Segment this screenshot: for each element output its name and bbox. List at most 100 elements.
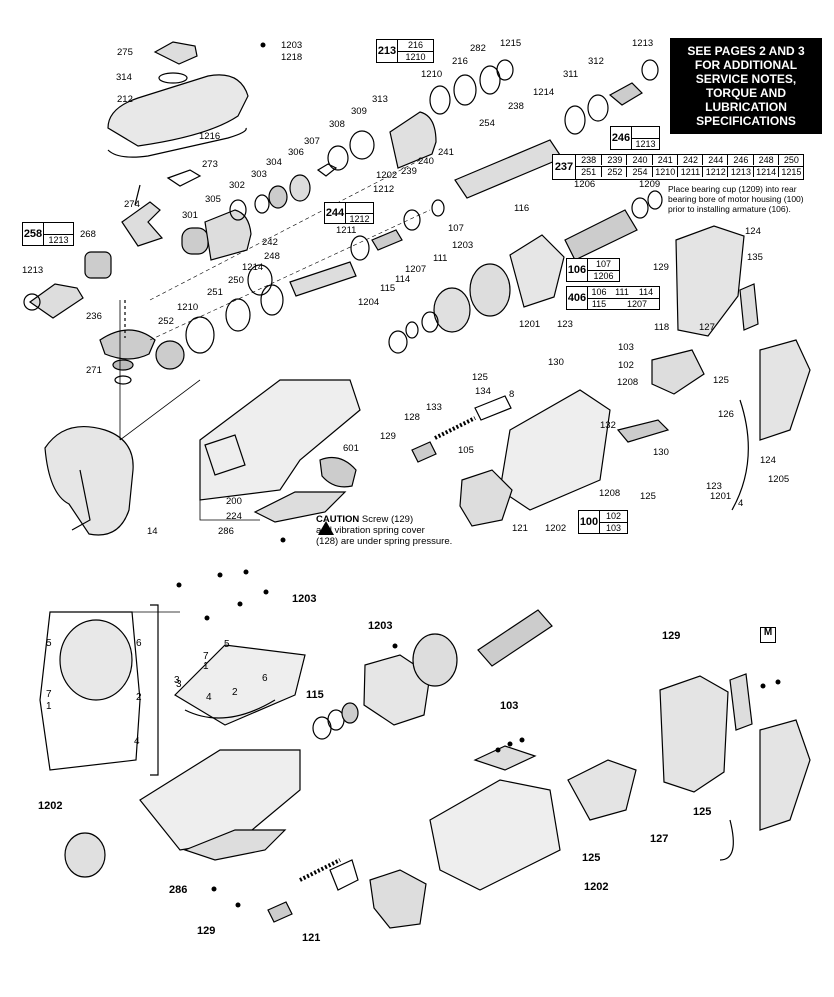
part-number-label: 236 xyxy=(86,311,102,322)
part-242-shaft xyxy=(289,261,357,297)
part-303 xyxy=(254,194,270,214)
part-number-label: 311 xyxy=(563,69,579,80)
screw-order-number: 2 xyxy=(136,692,142,703)
part-305-cylinder xyxy=(204,209,252,261)
bottom-armature xyxy=(477,609,553,667)
kit-258-box: 258 1213 xyxy=(22,222,74,246)
kit-237-part: 238 xyxy=(581,155,597,165)
part-number-label: 286 xyxy=(218,526,234,537)
part-number-label: 129 xyxy=(653,262,669,273)
part-1210-lower xyxy=(185,316,215,354)
kit-244-box: 244 1212 xyxy=(324,202,374,224)
part-number-label: 1202 xyxy=(38,800,63,812)
kit-237-part: 241 xyxy=(651,155,678,165)
part-number-label: 239 xyxy=(401,166,417,177)
part-number-label: 308 xyxy=(329,119,345,130)
part-number-label: 309 xyxy=(351,106,367,117)
part-number-label: 132 xyxy=(600,420,616,431)
part-number-label: 286 xyxy=(169,884,188,896)
part-number-label: 129 xyxy=(197,925,216,937)
part-306 xyxy=(289,174,311,202)
part-268-bearing xyxy=(84,251,112,279)
part-number-label: 124 xyxy=(745,226,761,237)
part-number-label: 271 xyxy=(86,365,102,376)
kit-237-part: 239 xyxy=(601,155,627,165)
part-number-label: 1210 xyxy=(421,69,443,80)
kit-237-key: 237 xyxy=(553,155,576,179)
part-number-label: 268 xyxy=(80,229,96,240)
kit-237-part: 246 xyxy=(727,155,753,165)
screw-order-number: 1 xyxy=(46,701,52,712)
part-number-label: 224 xyxy=(226,511,242,522)
note-line: LUBRICATION xyxy=(705,100,787,114)
part-number-label: 121 xyxy=(302,932,321,944)
part-number-label: 1205 xyxy=(768,474,790,485)
part-number-label: 238 xyxy=(508,101,524,112)
kit-246-part: 1213 xyxy=(632,138,659,149)
part-number-label: 274 xyxy=(124,199,140,210)
part-number-label: 240 xyxy=(418,156,434,167)
part-number-label: 1204 xyxy=(358,297,380,308)
part-1215 xyxy=(496,59,514,81)
screw-order-number: 7 xyxy=(203,651,209,662)
part-number-label: 115 xyxy=(306,689,324,701)
screw-plate-outline xyxy=(39,611,141,771)
kit-237-part: 1213 xyxy=(727,167,753,177)
screw-order-number: 4 xyxy=(206,692,212,703)
part-number-label: 301 xyxy=(182,210,198,221)
part-number-label: 121 xyxy=(512,523,528,534)
part-number-label: 212 xyxy=(117,94,133,105)
part-number-label: 1210 xyxy=(177,302,199,313)
part-number-label: 118 xyxy=(654,322,670,333)
kit-213-part: 216 xyxy=(407,40,424,50)
kit-100-box: 100 102 103 xyxy=(578,510,628,534)
kit-237-part: 242 xyxy=(676,155,703,165)
part-number-label: 1216 xyxy=(199,131,221,142)
part-1205-cord xyxy=(731,399,749,511)
part-number-label: 105 xyxy=(458,445,474,456)
screw-order-number: 3 xyxy=(174,675,180,686)
screw-order-number: 7 xyxy=(46,689,52,700)
part-601-spindle xyxy=(319,457,357,488)
kit-237-part: 1210 xyxy=(651,167,678,177)
kit-406-part: 106 xyxy=(591,287,607,297)
part-number-label: 114 xyxy=(395,274,411,285)
caution-line: and vibration spring cover xyxy=(316,525,425,536)
part-128-cover xyxy=(411,441,437,463)
part-number-label: 1215 xyxy=(500,38,522,49)
part-number-label: 102 xyxy=(618,360,634,371)
part-number-label: 1202 xyxy=(584,881,609,893)
kit-406-part: 115 xyxy=(591,299,607,309)
caution-word: CAUTION xyxy=(316,514,360,525)
part-number-label: 8 xyxy=(509,389,515,400)
part-number-label: 1211 xyxy=(336,225,357,236)
bearing-note-line: bearing bore of motor housing (100) xyxy=(668,194,804,204)
part-1213-shaft xyxy=(28,283,84,319)
part-124-rear-handle xyxy=(675,225,745,337)
part-number-label: 313 xyxy=(372,94,388,105)
part-135 xyxy=(739,283,759,331)
kit-100-key: 100 xyxy=(579,511,600,533)
part-number-label: 133 xyxy=(426,402,442,413)
kit-244-part: 1212 xyxy=(346,213,373,224)
part-212-top-cover xyxy=(107,74,249,147)
part-number-label: 242 xyxy=(262,237,278,248)
part-216 xyxy=(453,74,477,106)
kit-100-part: 103 xyxy=(600,522,627,533)
part-309 xyxy=(349,130,375,160)
part-number-label: 252 xyxy=(158,316,174,327)
caution-line: Screw (129) xyxy=(359,514,414,525)
part-number-label: 200 xyxy=(226,496,242,507)
part-number-label: 1201 xyxy=(710,491,732,502)
kit-258-key: 258 xyxy=(23,223,44,245)
part-number-label: 130 xyxy=(653,447,669,458)
part-number-label: 127 xyxy=(699,322,715,333)
kit-406-part: 1207 xyxy=(626,299,648,309)
part-number-label: 1214 xyxy=(533,87,555,98)
part-number-label: 254 xyxy=(479,118,495,129)
kit-106-part: 1206 xyxy=(588,270,619,281)
part-number-label: 107 xyxy=(448,223,464,234)
part-number-label: 1218 xyxy=(281,52,303,63)
screw-markers xyxy=(176,42,781,908)
